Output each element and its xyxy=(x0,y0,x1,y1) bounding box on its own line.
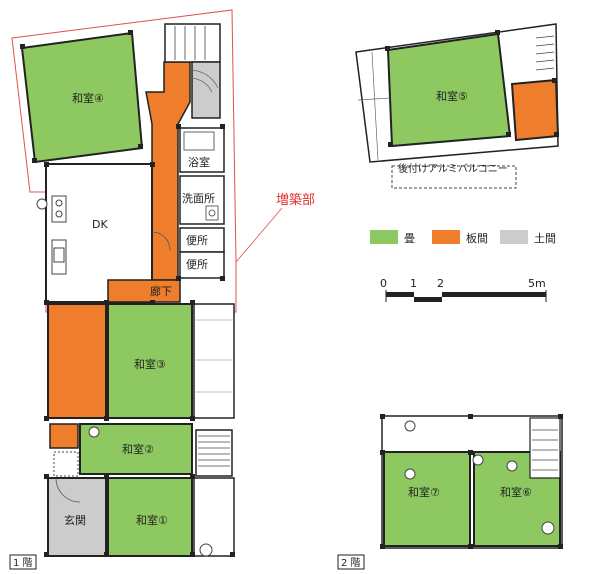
floor1-label-box xyxy=(9,554,37,570)
floor2-posts-lower xyxy=(380,414,563,549)
staircase-top-steps xyxy=(174,26,206,60)
legend: 畳 板間 土間 xyxy=(370,230,556,245)
room-benjo-b-area xyxy=(179,251,225,279)
label-balcony: 後付けアルミバルコニー xyxy=(398,162,508,175)
veranda-lines-3 xyxy=(194,319,234,393)
door-arc-dk xyxy=(151,231,171,251)
label-washitsu6: 和室⑥ xyxy=(500,485,532,499)
floor2-side-lines xyxy=(357,51,391,161)
legend-label-dirt: 土間 xyxy=(534,232,556,245)
label-senmenjo: 洗面所 xyxy=(182,192,215,205)
scale-bar: 0 1 2 5m xyxy=(380,277,547,302)
legend-label-wood: 板間 xyxy=(466,231,488,245)
room-genkan-area xyxy=(47,477,107,557)
legend-swatch-dirt xyxy=(500,230,528,244)
door-arc-genkan xyxy=(55,477,81,503)
kitchen-burner-2 xyxy=(55,210,63,218)
legend-label-tatami: 畳 xyxy=(404,232,415,245)
washbasin xyxy=(205,205,219,221)
scale-tick-2: 2 xyxy=(437,277,444,290)
fixture-circle-f2a xyxy=(404,420,416,432)
staircase-lower xyxy=(195,429,233,477)
fixture-circle-f2c xyxy=(472,454,484,466)
staircase-lower-steps xyxy=(198,435,230,467)
label-dk: DK xyxy=(92,218,108,231)
floor2-label-box xyxy=(337,554,365,570)
room-dk-area xyxy=(45,163,153,303)
scale-seg-2 xyxy=(414,297,442,302)
balcony-outline xyxy=(391,165,517,189)
veranda-right-3 xyxy=(193,303,235,419)
legend-swatch-wood xyxy=(432,230,460,244)
floor1-label: 1 階 xyxy=(13,557,33,569)
label-benjo-b: 便所 xyxy=(186,258,208,271)
veranda-right-1 xyxy=(193,477,235,557)
dirt-area-top xyxy=(191,61,221,119)
fixture-circle-1 xyxy=(199,543,213,557)
staircase-floor2-lower xyxy=(529,417,561,479)
wood-area-small xyxy=(49,423,79,449)
kitchen-sink xyxy=(53,247,65,263)
kitchen-burner-1 xyxy=(55,199,63,207)
fixture-circle-f2e xyxy=(541,521,555,535)
label-benjo-a: 便所 xyxy=(186,234,208,247)
floor2-label: 2 階 xyxy=(341,557,361,569)
extension-leader-line xyxy=(235,207,283,263)
fixture-circle-2 xyxy=(88,426,100,438)
staircase-floor2-lower-steps xyxy=(532,429,558,471)
washbasin-drain xyxy=(208,209,216,217)
label-washitsu1: 和室① xyxy=(136,513,168,527)
fixture-circle-f2d xyxy=(506,460,518,472)
fixture-circle-dk xyxy=(36,198,48,210)
room-washitsu1-area xyxy=(107,477,193,557)
legend-swatch-tatami xyxy=(370,230,398,244)
label-genkan: 玄関 xyxy=(64,513,86,527)
fixture-circle-f2b xyxy=(404,468,416,480)
room-rouka-area xyxy=(107,279,181,303)
scale-seg-3 xyxy=(442,292,546,297)
scale-tick-0: 0 xyxy=(380,277,387,290)
label-rouka: 廊下 xyxy=(150,284,172,298)
label-yokushitsu: 浴室 xyxy=(188,155,210,169)
dirt-area-steps xyxy=(191,69,219,93)
label-extension: 増築部 xyxy=(276,193,315,208)
label-washitsu7: 和室⑦ xyxy=(408,485,440,499)
floor2-posts-upper xyxy=(385,30,559,147)
label-washitsu3: 和室③ xyxy=(134,357,166,371)
bathtub xyxy=(183,131,215,151)
floor1-posts xyxy=(20,30,235,557)
scale-tick-5m: 5m xyxy=(528,277,546,290)
floor2-plan: 後付けアルミバルコニー 和室⑤ 和室⑦ 和室⑥ xyxy=(337,23,563,570)
wood-area-left xyxy=(47,303,107,419)
kitchen-counter-upper xyxy=(51,195,67,223)
label-washitsu4: 和室④ xyxy=(72,91,104,105)
scale-tick-1: 1 xyxy=(410,277,417,290)
staircase-floor2-steps xyxy=(535,35,555,71)
label-washitsu5: 和室⑤ xyxy=(436,89,468,103)
floor1-plan: 和室④ DK 浴室 洗面所 便所 便所 廊下 和室③ 和室② 玄関 和室① 増築… xyxy=(9,9,315,570)
room-washitsu3-area xyxy=(107,303,193,419)
label-washitsu2: 和室② xyxy=(122,442,154,456)
wood-area-floor2 xyxy=(510,78,560,142)
room-washitsu7-area xyxy=(383,451,471,547)
entry-step xyxy=(53,451,79,477)
staircase-top xyxy=(164,23,221,63)
scale-seg-1 xyxy=(386,292,414,297)
